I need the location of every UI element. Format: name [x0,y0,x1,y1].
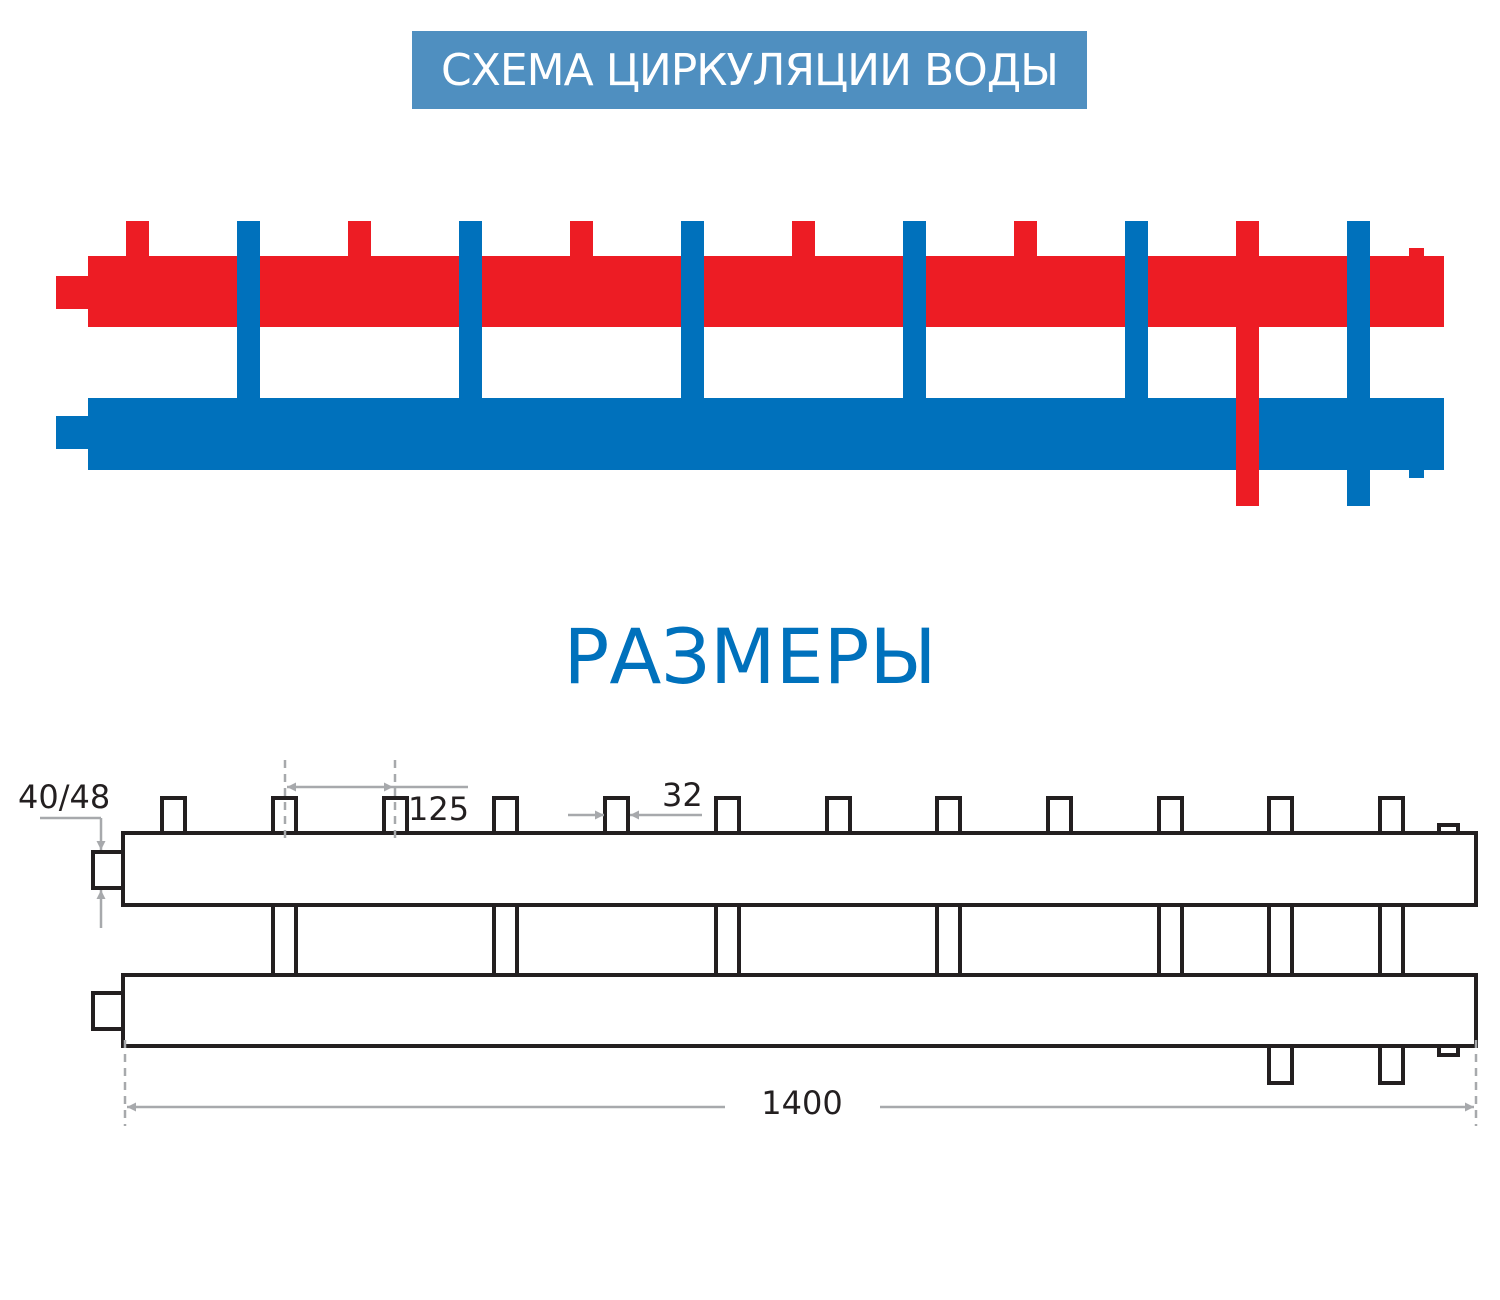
top-nozzle-outline [603,796,630,835]
top-nozzle-outline [160,796,187,835]
top-nozzle-outline [1267,796,1294,835]
circulation-title-banner: СХЕМА ЦИРКУЛЯЦИИ ВОДЫ [412,31,1087,109]
top-nozzle-outline [1046,796,1073,835]
connector-outline [1378,903,1405,977]
circulation-title: СХЕМА ЦИРКУЛЯЦИИ ВОДЫ [440,44,1059,96]
cold-riser [903,221,926,401]
pitch-label: 125 [408,790,469,828]
cold-riser [459,221,482,401]
lower-inlet-outline [91,991,125,1031]
cold-return-pipe [88,398,1444,470]
connector-outline [1267,903,1294,977]
drain-outline [1437,1044,1460,1057]
hot-air-vent [1409,248,1424,258]
hot-nozzle [570,221,593,257]
pipe-height-label: 40/48 [18,778,110,816]
connector-outline [935,903,962,977]
cold-drain-plug [1409,468,1424,478]
cold-riser [1125,221,1148,401]
top-nozzle-outline [714,796,741,835]
lower-header-outline [121,973,1478,1048]
connector-outline [492,903,519,977]
cold-riser [681,221,704,401]
cold-bypass-riser [1347,221,1370,506]
hot-bypass-riser [1236,221,1259,506]
vent-outline [1437,823,1460,835]
connector-outline [271,903,298,977]
hot-nozzle [126,221,149,257]
nozzle-width-label: 32 [662,776,703,814]
top-nozzle-outline [1157,796,1184,835]
hot-nozzle [348,221,371,257]
top-nozzle-outline [492,796,519,835]
cold-riser [237,221,260,401]
top-nozzle-outline [1378,796,1405,835]
hot-nozzle [792,221,815,257]
dimensions-title: РАЗМЕРЫ [563,612,937,701]
hot-nozzle [1014,221,1037,257]
upper-inlet-outline [91,850,125,890]
circulation-scheme [56,221,1444,506]
top-nozzle-outline [825,796,852,835]
connector-outline [1157,903,1184,977]
hot-inlet-stub [56,276,90,309]
bottom-nozzle-outline [1267,1044,1294,1085]
connector-outline [714,903,741,977]
top-nozzle-outline [935,796,962,835]
hot-supply-pipe [88,256,1444,327]
bottom-nozzle-outline [1378,1044,1405,1085]
total-length-label: 1400 [761,1084,842,1122]
upper-header-outline [121,831,1478,907]
cold-inlet-stub [56,416,90,449]
